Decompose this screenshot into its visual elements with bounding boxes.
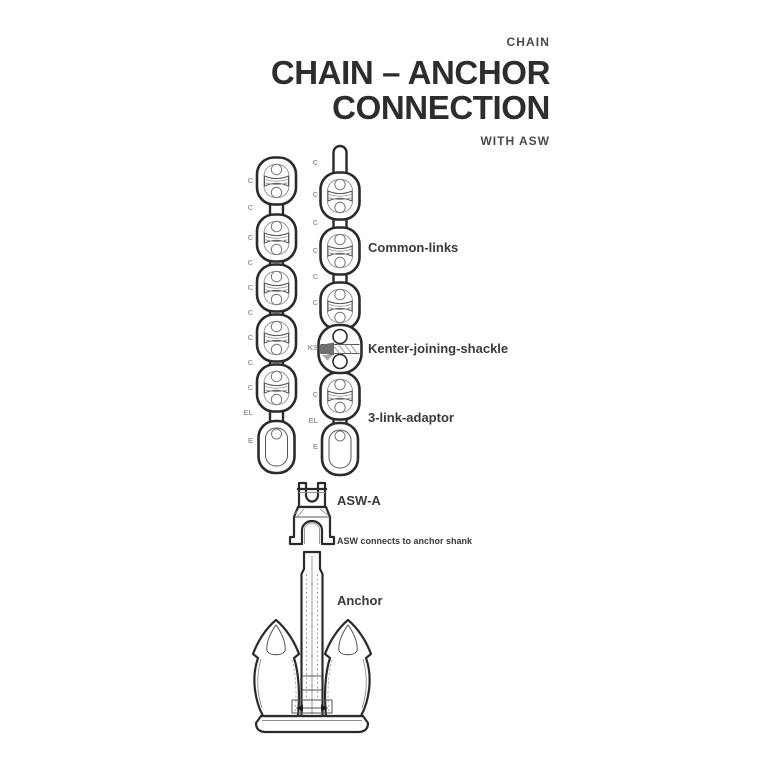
chain-mark: C: [312, 246, 318, 255]
chain-mark: KS: [307, 343, 318, 352]
right-chain-drawing: [317, 144, 363, 477]
chain-mark: C: [312, 218, 318, 227]
chain-mark: EL: [243, 408, 253, 417]
chain-mark: C: [247, 333, 253, 342]
chain-mark: C: [247, 383, 253, 392]
chain-mark: C: [312, 272, 318, 281]
page-subtitle: WITH ASW: [480, 134, 550, 148]
chain-mark: C: [247, 233, 253, 242]
chain-mark: C: [247, 203, 253, 212]
chain-mark: C: [247, 358, 253, 367]
chain-mark: EL: [308, 416, 318, 425]
chain-mark: C: [312, 190, 318, 199]
chain-mark: C: [312, 390, 318, 399]
asw-swivel-drawing: [288, 481, 336, 546]
page-title-line2: CONNECTION: [332, 89, 550, 126]
label-anchor: Anchor: [337, 593, 383, 608]
page-kicker: CHAIN: [506, 35, 550, 49]
label-common-links: Common-links: [368, 240, 459, 255]
right-chain-marks: C C C C C C KS C EL E: [296, 0, 318, 768]
chain-mark: C: [247, 258, 253, 267]
chain-mark: C: [312, 158, 318, 167]
kenter-shackle-drawing: [317, 323, 363, 375]
chain-mark: C: [247, 176, 253, 185]
chain-mark: E: [312, 442, 318, 451]
chain-mark: C: [247, 283, 253, 292]
chain-mark: E: [247, 436, 253, 445]
chain-mark: C: [312, 298, 318, 307]
chain-mark: C: [247, 308, 253, 317]
page-title: CHAIN – ANCHOR CONNECTION: [270, 54, 551, 126]
label-kenter-joining-shackle: Kenter-joining-shackle: [368, 341, 509, 356]
left-chain-marks: C C C C C C C C C EL E: [231, 0, 253, 768]
label-asw-a: ASW-A: [337, 493, 381, 508]
label-asw-note: ASW connects to anchor shank: [337, 536, 473, 546]
anchor-drawing: [251, 550, 373, 734]
label-3-link-adaptor: 3-link-adaptor: [368, 410, 454, 425]
page-title-line1: CHAIN – ANCHOR: [270, 54, 551, 91]
left-chain-drawing: [255, 156, 298, 475]
